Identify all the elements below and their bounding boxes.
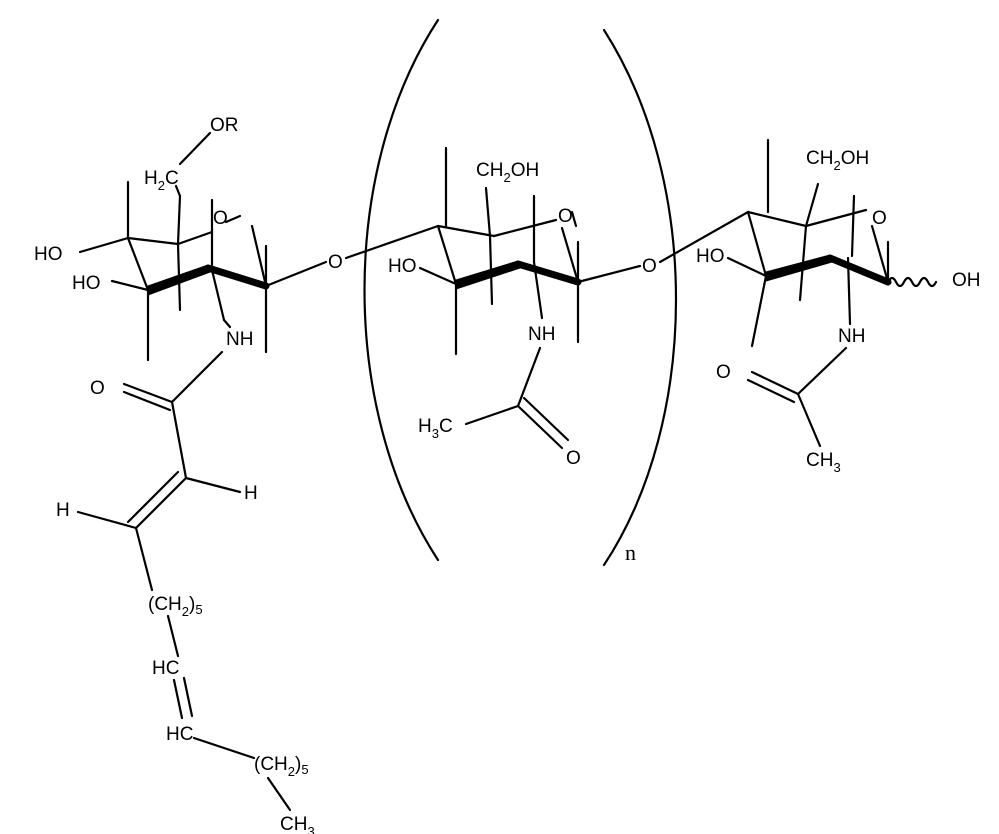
ho-label-2: HO: [72, 273, 101, 294]
anomeric-oh-label: OH: [952, 270, 981, 291]
ch2-5-label-a: (CH2)5: [148, 594, 203, 619]
ho-label-4: HO: [696, 246, 725, 267]
hc-label-2: HC: [166, 724, 193, 745]
nh-label-1: NH: [226, 329, 253, 350]
anomeric-wavy-bond: [888, 278, 936, 286]
ho-label-3: HO: [388, 256, 417, 277]
glycosidic-oxygen-2: O: [642, 256, 657, 277]
sugar-ring-2: CH2OH O HO NH H3C O: [388, 148, 640, 469]
alkene-hydrogen-left: H: [56, 500, 70, 521]
fatty-acyl-chain: O H H (CH2)5 HC HC (CH2)5 CH3: [56, 352, 315, 834]
carbonyl-oxygen-2: O: [566, 448, 581, 469]
ch2oh-label-3: CH2OH: [806, 148, 869, 173]
nh-label-2: NH: [528, 324, 555, 345]
carbonyl-oxygen-1: O: [90, 378, 105, 399]
sugar-ring-3: CH2OH O HO OH NH O CH3: [696, 140, 981, 475]
ring3-oxygen: O: [872, 208, 887, 229]
ring1-oxygen: O: [213, 208, 228, 229]
ch3-label-3: CH3: [806, 450, 841, 475]
sugar-ring-1: OR H2C O HO HO NH: [34, 115, 326, 360]
repeat-bracket-left: [365, 20, 439, 560]
ch2oh-label-2: CH2OH: [476, 160, 539, 185]
h2c-label: H2C: [144, 168, 179, 193]
ch2-5-label-b: (CH2)5: [254, 754, 309, 779]
terminal-methyl-label: CH3: [280, 814, 315, 834]
glycosidic-bond-1: [346, 226, 438, 258]
repeat-count-n: n: [625, 540, 636, 565]
or-label: OR: [210, 115, 239, 136]
ho-label-1: HO: [34, 244, 63, 265]
nh-label-3: NH: [838, 326, 865, 347]
glycosidic-oxygen-1: O: [328, 252, 343, 273]
hc-label-1: HC: [152, 658, 179, 679]
carbonyl-oxygen-3: O: [716, 362, 731, 383]
h3c-label: H3C: [418, 416, 453, 441]
alkene-hydrogen-right: H: [244, 483, 258, 504]
ring2-oxygen: O: [558, 206, 573, 227]
repeat-bracket-right: [604, 30, 676, 565]
